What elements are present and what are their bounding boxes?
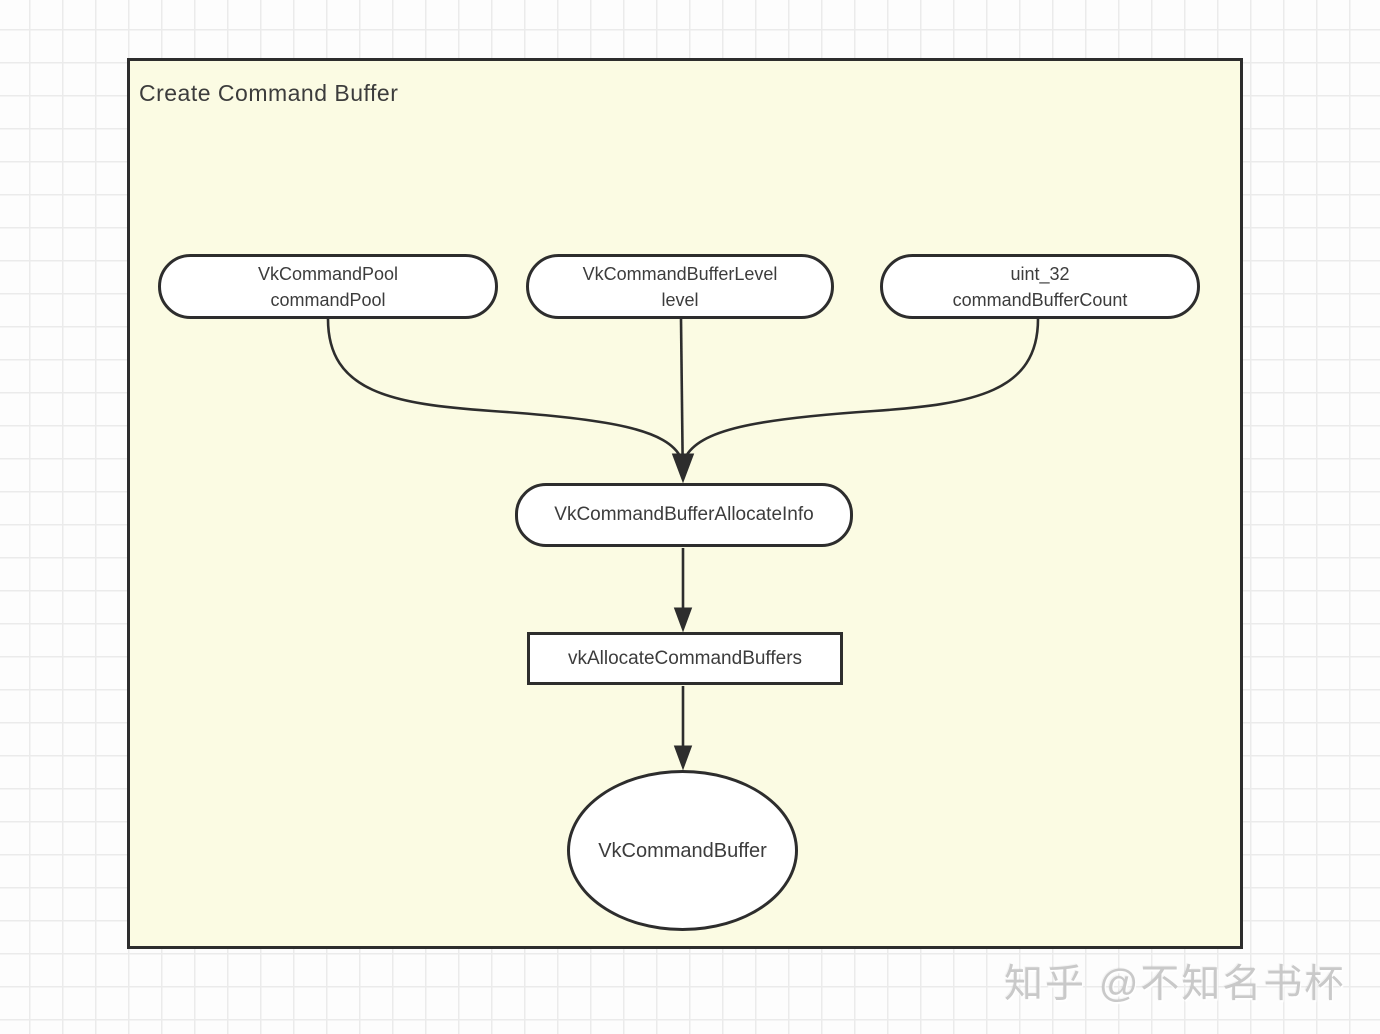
node-vkcommandbuffer-label: VkCommandBuffer <box>598 839 767 862</box>
node-vkcommandbufferallocateinfo: VkCommandBufferAllocateInfo <box>515 483 853 547</box>
diagram-title: Create Command Buffer <box>139 80 399 106</box>
node-uint32-count-type: uint_32 <box>1010 263 1070 284</box>
node-vkcommandbufferlevel-type: VkCommandBufferLevel <box>582 263 778 284</box>
node-vkcommandbufferlevel-field: level <box>661 289 699 310</box>
node-vkcommandbufferlevel: VkCommandBufferLevel level <box>526 254 834 319</box>
node-vkcommandpool-type: VkCommandPool <box>257 263 399 284</box>
zhihu-watermark: 知乎 @不知名书杯 <box>1004 963 1346 1006</box>
node-vkallocatecommandbuffers: vkAllocateCommandBuffers <box>527 632 843 685</box>
node-vkcommandbuffer: VkCommandBuffer <box>567 770 798 931</box>
node-vkallocatecommandbuffers-label: vkAllocateCommandBuffers <box>567 647 803 669</box>
node-vkcommandpool-field: commandPool <box>270 289 386 310</box>
node-vkcommandpool: VkCommandPool commandPool <box>158 254 498 319</box>
node-uint32-count: uint_32 commandBufferCount <box>880 254 1200 319</box>
node-vkcommandbufferallocateinfo-label: VkCommandBufferAllocateInfo <box>554 504 814 525</box>
node-uint32-count-field: commandBufferCount <box>952 289 1128 310</box>
